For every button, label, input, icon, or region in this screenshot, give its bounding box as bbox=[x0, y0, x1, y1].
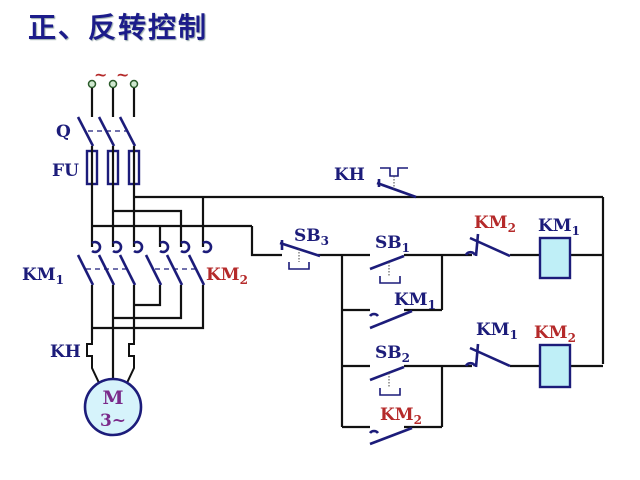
coil-km1-label: KM1 bbox=[538, 216, 580, 238]
reverse-hold-contact-km2: KM2 bbox=[368, 405, 422, 446]
contactor-km2-main-contacts: KM2 bbox=[144, 240, 248, 287]
km2-hold-label: KM2 bbox=[380, 405, 422, 427]
main-wiring bbox=[90, 184, 603, 257]
terminal-l3 bbox=[129, 79, 139, 89]
diagram-title: 正、反转控制 bbox=[28, 11, 209, 44]
interlock-km2-label: KM2 bbox=[474, 213, 516, 235]
coil-km1-box bbox=[538, 236, 572, 280]
km1-hold-label: KM1 bbox=[394, 290, 436, 312]
terminal-l1 bbox=[87, 79, 97, 89]
sb2-label: SB2 bbox=[375, 343, 410, 365]
thermal-contact-kh: KH bbox=[334, 165, 417, 199]
ac-symbol-1: ~ bbox=[94, 65, 107, 84]
control-wiring bbox=[318, 197, 605, 429]
motor-phase-label: 3~ bbox=[100, 411, 126, 431]
fuse-label: FU bbox=[52, 161, 79, 181]
motor-label: M bbox=[102, 387, 123, 409]
fuses-fu: FU bbox=[52, 146, 141, 186]
motor: M 3~ bbox=[83, 377, 143, 437]
ac-symbol-2: ~ bbox=[116, 65, 129, 84]
knife-switch-q: Q bbox=[56, 116, 137, 147]
main-lower-wiring bbox=[90, 285, 205, 385]
interlock-contact-km1: KM1 bbox=[464, 320, 518, 368]
coil-km2-box bbox=[538, 343, 572, 389]
motor-circle bbox=[83, 377, 143, 437]
coil-km1: KM1 bbox=[538, 216, 580, 280]
thermal-relay-kh-main: KH bbox=[50, 340, 135, 386]
sb1-label: SB1 bbox=[375, 233, 410, 255]
kh-contact-label: KH bbox=[334, 165, 365, 185]
reverse-button-sb2: SB2 bbox=[369, 343, 410, 396]
switch-label: Q bbox=[56, 122, 71, 142]
interlock-km1-label: KM1 bbox=[476, 320, 518, 342]
kh-main-label: KH bbox=[50, 342, 81, 362]
km1-main-label: KM1 bbox=[22, 265, 64, 287]
interlock-contact-km2: KM2 bbox=[464, 213, 516, 258]
contactor-km1-main-contacts: KM1 bbox=[22, 240, 144, 287]
power-supply-terminals: ~ ~ bbox=[87, 65, 139, 117]
coil-km2: KM2 bbox=[534, 323, 576, 389]
sb3-label: SB3 bbox=[294, 226, 329, 248]
terminal-l2 bbox=[108, 79, 118, 89]
stop-button-sb3: SB3 bbox=[279, 226, 329, 270]
forward-button-sb1: SB1 bbox=[369, 233, 410, 284]
coil-km2-label: KM2 bbox=[534, 323, 576, 345]
km2-main-label: KM2 bbox=[206, 265, 248, 287]
forward-hold-contact-km1: KM1 bbox=[368, 290, 436, 330]
